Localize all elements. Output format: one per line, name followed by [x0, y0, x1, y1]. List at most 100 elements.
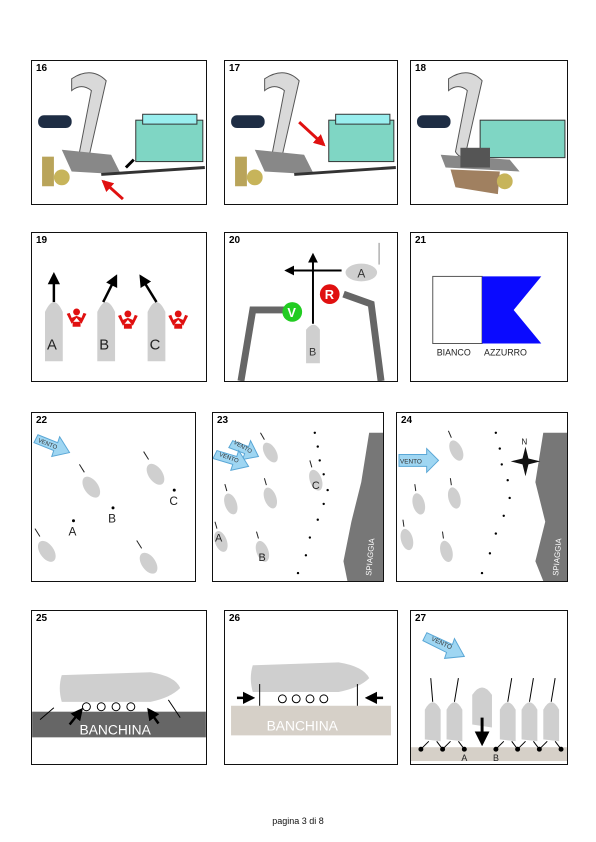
anchorage-diagram: VENTO SPIAGGIA N	[398, 430, 567, 581]
dock-label: BANCHINA	[80, 721, 152, 737]
flag-blue-half	[482, 276, 542, 344]
panel-19: 19 A B C	[31, 232, 207, 382]
arrow-icon	[102, 274, 118, 303]
panel-number: 27	[415, 613, 427, 624]
compass-icon: N	[510, 438, 541, 477]
boat-shape	[345, 263, 378, 282]
arrow-icon	[139, 274, 158, 303]
dock-diagram: BANCHINA	[231, 662, 391, 736]
boat-label-b: B	[309, 346, 316, 358]
mark-label: A	[461, 753, 467, 763]
boat-label: B	[99, 337, 109, 353]
panel-21: 21 BIANCO AZZURRO	[410, 232, 568, 382]
person-icon	[168, 310, 189, 329]
panel-number: 21	[415, 235, 427, 246]
mark-label: A	[215, 532, 223, 544]
page-footer: pagina 3 di 8	[272, 816, 324, 826]
boat-shape	[34, 528, 56, 562]
mark-label: C	[312, 480, 320, 492]
boat-shape	[440, 531, 453, 562]
boat-label: A	[47, 337, 57, 353]
channel-diagram: V R A B	[237, 242, 385, 381]
panel-number: 19	[36, 235, 48, 246]
flag-white-half	[432, 275, 483, 345]
boat-shape	[78, 464, 101, 498]
panel-25: 25 BANCHINA	[31, 610, 207, 765]
boat-shape	[59, 672, 181, 702]
boat-shape	[400, 519, 414, 551]
beach-shape	[343, 432, 383, 581]
buoy-label-r: R	[325, 287, 334, 302]
panel-number: 22	[36, 415, 48, 426]
mooring-diagram: VENTO A B	[411, 632, 567, 763]
outboard-engine-illustration	[38, 72, 205, 201]
arrow-icon	[68, 707, 84, 726]
mark-label: B	[258, 552, 265, 564]
boat-label: C	[150, 337, 161, 353]
panel-16: 16	[31, 60, 207, 205]
boat-shape	[136, 540, 158, 574]
boat-shape	[260, 432, 278, 463]
mark-label: C	[169, 494, 178, 508]
mark-label: B	[493, 753, 499, 763]
buoy-dots	[296, 431, 329, 575]
mark-label: A	[69, 525, 77, 539]
red-buoy-icon	[319, 284, 340, 305]
panel-23: 23 VENTO VENTO SPIAGGIA A B C	[212, 412, 384, 582]
boats	[424, 687, 560, 742]
boat-shape	[147, 302, 166, 362]
beach-label: SPIAGGIA	[364, 537, 376, 576]
alfa-flag: BIANCO AZZURRO	[432, 275, 542, 357]
boat-shape	[447, 430, 464, 461]
boat-shape	[447, 478, 461, 509]
outboard-engine-illustration	[231, 72, 396, 187]
flag-label-blue: AZZURRO	[484, 347, 527, 357]
red-arrow-icon	[101, 179, 124, 201]
person-icon	[66, 308, 87, 327]
dock-shape	[411, 747, 567, 762]
compass-north-label: N	[522, 438, 528, 447]
fenders	[277, 694, 329, 704]
boat-shape	[263, 478, 278, 509]
panel-number: 23	[217, 415, 229, 426]
flag-label-white: BIANCO	[437, 347, 471, 357]
panel-20: 20 V R A B	[224, 232, 398, 382]
boat-label-a: A	[357, 266, 365, 280]
bollards	[418, 746, 564, 752]
green-buoy-icon	[282, 302, 303, 322]
panel-number: 17	[229, 63, 241, 74]
panel-18: 18	[410, 60, 568, 205]
panel-number: 26	[229, 613, 241, 624]
dock-shape	[231, 705, 391, 736]
outboard-engine-illustration	[417, 72, 566, 195]
mooring-diagram: VENTO A B C	[33, 434, 178, 574]
beach-shape	[535, 432, 567, 581]
person-icon	[118, 310, 138, 329]
boat-shape	[309, 460, 323, 491]
dock-diagram: BANCHINA	[32, 672, 206, 737]
panel-27: 27 VENTO A	[410, 610, 568, 765]
panel-24: 24 VENTO SPIAGGIA N	[396, 412, 568, 582]
mark-label: B	[108, 512, 116, 526]
red-arrow-icon	[298, 121, 326, 147]
arrow-icon	[147, 707, 160, 725]
boat-shape	[306, 324, 320, 364]
boat-shape	[143, 451, 165, 485]
fenders	[81, 702, 136, 712]
boat-shape	[214, 521, 228, 552]
wind-arrow-icon: VENTO	[422, 632, 466, 659]
boat-shape	[45, 302, 63, 362]
wind-arrow-icon: VENTO	[213, 449, 250, 471]
boat-shape	[97, 302, 116, 362]
panel-number: 18	[415, 63, 427, 74]
wind-arrow-icon: VENTO	[398, 447, 440, 474]
dock-label: BANCHINA	[267, 717, 339, 733]
boat-shape	[412, 484, 426, 515]
boat-shape	[224, 484, 238, 515]
buoy-label-v: V	[287, 305, 296, 320]
wind-arrow-icon: VENTO	[33, 434, 71, 458]
panel-number: 16	[36, 63, 48, 74]
anchorage-diagram: VENTO VENTO SPIAGGIA A B C	[213, 431, 383, 581]
boat-shape	[255, 531, 270, 562]
wind-label: VENTO	[400, 458, 422, 465]
